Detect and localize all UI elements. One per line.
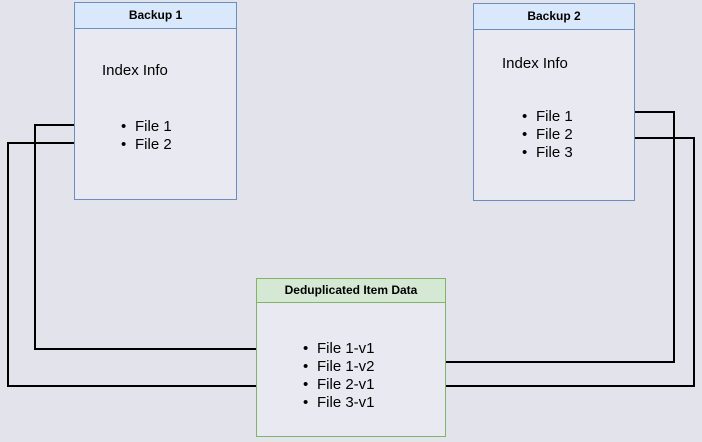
backup1-box: Backup 1 Index Info File 1File 2: [74, 2, 237, 200]
list-item: File 1: [522, 108, 573, 126]
list-item: File 1-v2: [303, 358, 375, 376]
list-item: File 3-v1: [303, 394, 375, 412]
list-item: File 2-v1: [303, 376, 375, 394]
list-item: File 2: [522, 126, 573, 144]
deduplicated-item-data-box: Deduplicated Item Data File 1-v1File 1-v…: [256, 278, 446, 437]
backup1-title: Backup 1: [75, 3, 236, 29]
backup1-file-list: File 1File 2: [121, 118, 172, 154]
backup1-index-info-label: Index Info: [102, 62, 168, 79]
dedup-title: Deduplicated Item Data: [257, 279, 445, 303]
list-item: File 1: [121, 118, 172, 136]
list-item: File 1-v1: [303, 340, 375, 358]
dedup-item-list: File 1-v1File 1-v2File 2-v1File 3-v1: [303, 340, 375, 412]
list-item: File 2: [121, 136, 172, 154]
backup2-file-list: File 1File 2File 3: [522, 108, 573, 162]
backup2-title: Backup 2: [474, 4, 634, 30]
backup2-box: Backup 2 Index Info File 1File 2File 3: [473, 3, 635, 201]
list-item: File 3: [522, 144, 573, 162]
backup2-index-info-label: Index Info: [502, 55, 568, 72]
